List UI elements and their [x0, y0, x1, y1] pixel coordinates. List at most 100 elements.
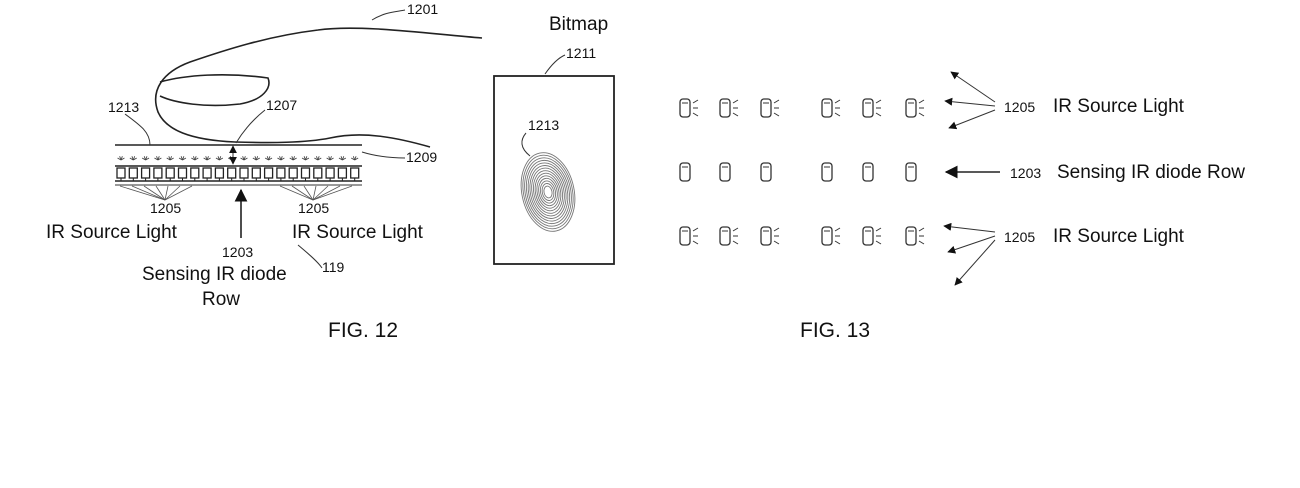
ref-1201: 1201: [407, 1, 438, 17]
emitter-ray: [875, 99, 882, 104]
diode-icon: [862, 98, 874, 118]
leader-fan: [312, 185, 329, 201]
fingerprint-ridge: [527, 162, 569, 222]
leader-1201: [371, 9, 406, 21]
fingerprint-ridge: [522, 154, 574, 230]
ref-1203: 1203: [222, 244, 253, 260]
leader-fan: [164, 185, 193, 201]
leader-1209: [361, 151, 406, 159]
finger-outline: [154, 27, 483, 148]
light-ray: [157, 157, 162, 161]
light-ray: [120, 157, 125, 161]
diode-icon: [760, 98, 772, 118]
leader-fan: [164, 185, 169, 201]
diode-icon: [679, 162, 691, 182]
diode-cell: [263, 167, 274, 179]
light-ray: [354, 157, 359, 161]
diode-cell: [288, 167, 298, 179]
leader-fan: [155, 185, 166, 201]
fig12-caption: FIG. 12: [328, 319, 398, 342]
diode-icon: [760, 226, 772, 246]
diode-icon: [905, 226, 917, 246]
fingerprint-ridge: [541, 183, 555, 201]
arrow-top-2: [944, 97, 996, 107]
diode-icon: [821, 162, 833, 182]
emitter-ray: [834, 99, 841, 104]
arrow-top-1: [950, 71, 996, 103]
emitter-ray: [732, 240, 739, 245]
light-ray: [329, 157, 334, 161]
row-top-ref: 1205: [1004, 99, 1035, 115]
emitter-ray: [773, 240, 780, 245]
leader-fan: [164, 185, 181, 201]
light-ray: [194, 157, 199, 161]
ref-119: 119: [322, 259, 345, 275]
ref-1209: 1209: [406, 149, 437, 165]
fingerprint-ridge: [536, 175, 560, 209]
diode-icon: [719, 162, 731, 182]
light-ray: [280, 157, 285, 161]
light-ray: [133, 157, 137, 161]
emitter-ray: [918, 99, 925, 104]
emitter-ray: [732, 112, 739, 117]
leader-fan: [279, 185, 314, 201]
arrow-top-3: [948, 109, 996, 130]
diode-cell: [251, 167, 261, 179]
row-bottom-ref: 1205: [1004, 229, 1035, 245]
fingerprint-ridge: [520, 152, 576, 232]
leader-fan: [143, 185, 166, 201]
diode-icon: [679, 98, 691, 118]
emitter-ray: [834, 240, 841, 245]
leader-fan: [131, 185, 166, 201]
label-ir-source-left: IR Source Light: [46, 222, 178, 243]
ref-1213-bitmap: 1213: [528, 117, 559, 133]
diode-icon: [719, 98, 731, 118]
emitter-ray: [773, 112, 780, 117]
label-sensing-line2: Row: [202, 289, 240, 310]
leader-fan: [303, 185, 314, 201]
emitter-ray: [692, 227, 699, 232]
emitter-ray: [692, 99, 699, 104]
label-sensing-line1: Sensing IR diode: [142, 264, 287, 285]
light-ray: [292, 157, 297, 161]
diode-icon: [905, 98, 917, 118]
emitter-ray: [773, 99, 780, 104]
light-ray: [256, 157, 260, 161]
ref-1207: 1207: [266, 97, 297, 113]
fingerprint-ridge: [529, 165, 567, 219]
fingerprint-ridge: [525, 159, 571, 225]
leader-1207: [235, 109, 266, 144]
sensing-diode-row: [679, 162, 917, 182]
leader-1213: [124, 113, 151, 146]
light-ray: [243, 157, 248, 161]
leader-1213-bitmap: [521, 132, 531, 157]
diode-cell: [337, 167, 348, 179]
emitter-ray: [875, 227, 882, 232]
fingerprint-ridge: [538, 177, 558, 207]
emitter-ray: [918, 227, 925, 232]
row-mid-ref: 1203: [1010, 165, 1041, 181]
emitter-ray: [834, 112, 841, 117]
diode-cell: [190, 167, 200, 179]
diode-cell: [350, 167, 360, 179]
leader-fan: [119, 185, 166, 201]
diode-row: [116, 167, 360, 181]
diode-icon: [905, 162, 917, 182]
label-bitmap: Bitmap: [549, 14, 608, 35]
ref-1205-left: 1205: [150, 200, 181, 216]
ref-1205-right: 1205: [298, 200, 329, 216]
light-ray: [317, 157, 322, 161]
light-ray: [169, 157, 174, 161]
leader-1211: [544, 54, 566, 75]
diode-icon: [679, 226, 691, 246]
light-ray: [268, 157, 273, 161]
diode-cell: [239, 167, 249, 179]
arrow-bottom-3: [954, 239, 996, 286]
row-top-label: IR Source Light: [1053, 96, 1185, 117]
diode-cell: [128, 167, 138, 179]
leader-fan: [312, 185, 353, 201]
fingerprint-ridge: [532, 170, 564, 214]
emitter-ray: [875, 240, 882, 245]
emitter-ray: [773, 227, 780, 232]
